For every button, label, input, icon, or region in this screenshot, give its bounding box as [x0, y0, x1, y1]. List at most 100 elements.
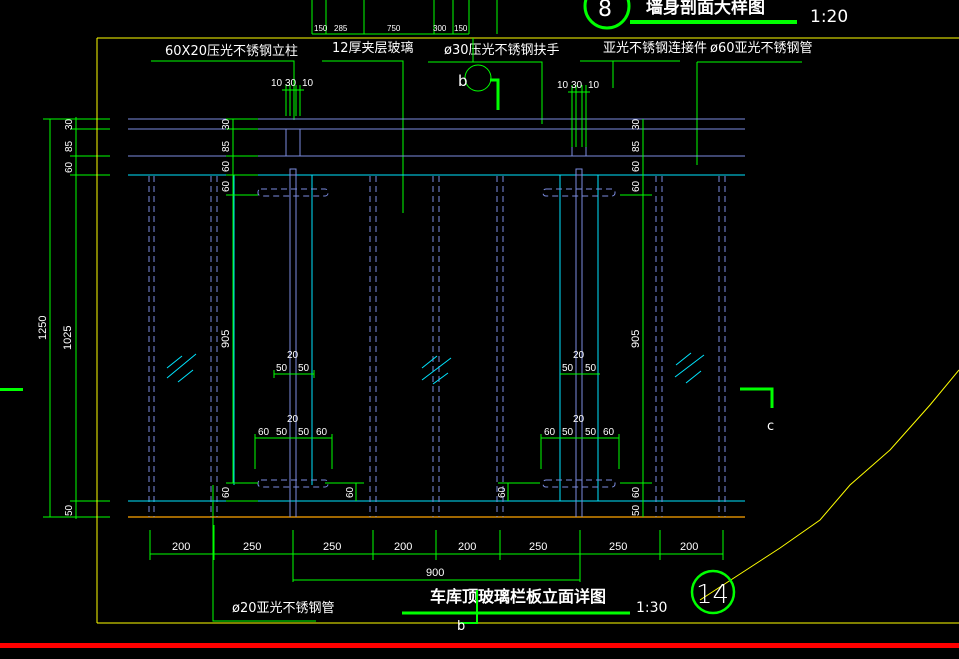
- left-dim-total: 1250: [37, 316, 49, 340]
- right-dim-1: 30: [631, 118, 642, 130]
- top-space-l1: 10: [271, 78, 283, 89]
- inner-dim-1: 30: [221, 118, 232, 130]
- bracket-upper-r2: 50: [585, 363, 597, 374]
- bracket-lower-l1: 60: [258, 427, 270, 438]
- bracket-lower-r2: 50: [562, 427, 574, 438]
- bottom-dim-1: 200: [172, 541, 190, 553]
- base-gap-center-left: 60: [345, 486, 356, 498]
- glass-hatch-right: [674, 352, 705, 384]
- inner-dim-3: 60: [221, 160, 232, 172]
- bracket-upper-l1: 50: [276, 363, 288, 374]
- base-gap-center-right: 60: [497, 486, 508, 498]
- top-space-r2: 30: [571, 80, 583, 91]
- drawing-number-circle: [690, 569, 736, 615]
- bracket-lower-center-right: 20: [573, 414, 585, 425]
- callouts: 60X20压光不锈钢立柱 12厚夹层玻璃 ø30压光不锈钢扶手 亚光不锈钢连接件…: [151, 38, 813, 622]
- bracket-top-left: [257, 188, 329, 197]
- left-dim-top-2: 85: [64, 140, 75, 152]
- top-dim-5: 150: [454, 24, 468, 33]
- right-dim-bottom-2: 50: [631, 504, 642, 516]
- callout-handrail: ø30压光不锈钢扶手: [444, 43, 560, 58]
- section-cut-left: [0, 388, 23, 391]
- section-marker-b-top: b: [458, 64, 500, 110]
- section-marker-circle: [583, 0, 631, 30]
- bottom-dim-5: 200: [458, 541, 476, 553]
- bottom-dim-8: 200: [680, 541, 698, 553]
- top-section-title-text: 墙身剖面大样图: [646, 0, 765, 18]
- base-gap-dims: 60 60: [325, 482, 540, 501]
- top-dim-2: 285: [334, 24, 348, 33]
- glass-hatch-center: [421, 355, 452, 385]
- callout-connector: 亚光不锈钢连接件: [603, 40, 707, 56]
- right-dim-bottom-1: 60: [631, 486, 642, 498]
- bracket-upper-l2: 50: [298, 363, 310, 374]
- drawing-number: 14: [696, 580, 729, 610]
- bracket-lower-l3: 50: [298, 427, 310, 438]
- inner-dim-4: 60: [221, 180, 232, 192]
- top-dim-1: 150: [314, 24, 328, 33]
- top-space-l3: 10: [302, 78, 314, 89]
- bracket-lower-l2: 50: [276, 427, 288, 438]
- bracket-lower-center-left: 20: [287, 414, 299, 425]
- top-dim-4: 300: [433, 24, 447, 33]
- bracket-upper-r1: 50: [562, 363, 574, 374]
- bracket-dims-right: 20 50 50 20 60 50 50 60: [540, 350, 620, 469]
- bottom-dim-6: 250: [529, 541, 547, 553]
- glass-hatch: [166, 352, 705, 385]
- bracket-bottom-left: [257, 479, 329, 488]
- handrail-lines: [128, 118, 745, 518]
- bracket-bottom-right: [542, 479, 616, 488]
- post-right: [542, 129, 616, 517]
- bottom-span-900: 900: [426, 567, 444, 579]
- glass-panel-edges: [148, 176, 726, 517]
- top-space-r3: 10: [588, 80, 600, 91]
- inner-left-dims: 30 85 60 60 905 60: [220, 118, 258, 502]
- right-glass-height: 905: [630, 330, 642, 348]
- drawing-scale: 1:30: [636, 600, 667, 616]
- top-space-r1: 10: [557, 80, 569, 91]
- top-dim-3: 750: [387, 24, 401, 33]
- callout-post: 60X20压光不锈钢立柱: [165, 44, 298, 59]
- bottom-dimension-chain: 200 250 250 200 200 250 250 200 900: [149, 525, 724, 582]
- bracket-upper-center-right: 20: [573, 350, 585, 361]
- left-dim-bottom: 50: [64, 504, 75, 516]
- bottom-red-bar: [0, 643, 959, 648]
- callout-pipe20: ø20亚光不锈钢管: [232, 601, 335, 616]
- bottom-dim-4: 200: [394, 541, 412, 553]
- right-dim-3: 60: [631, 160, 642, 172]
- top-section-scale: 1:20: [810, 7, 848, 27]
- left-dim-top-3: 60: [64, 161, 75, 173]
- bottom-dim-2: 250: [243, 541, 261, 553]
- bracket-lower-r1: 60: [544, 427, 556, 438]
- bracket-lower-r3: 50: [585, 427, 597, 438]
- left-dimension-chain: 1250 1025 30 85 60 50: [37, 100, 110, 623]
- drawing-title-block: 车库顶玻璃栏板立面详图 1:30 14 b: [402, 569, 736, 634]
- bracket-upper-center-left: 20: [287, 350, 299, 361]
- inner-left-glass-height: 905: [220, 330, 232, 348]
- section-marker-b-bottom: b: [457, 619, 465, 634]
- drawing-title: 车库顶玻璃栏板立面详图: [430, 587, 606, 606]
- section-marker-c: c: [740, 387, 774, 434]
- top-section-dims: 150 285 750 300 150: [311, 0, 498, 35]
- top-space-l2: 30: [285, 78, 297, 89]
- right-dim-2: 85: [631, 140, 642, 152]
- glass-hatch-left: [166, 353, 197, 383]
- left-dim-top-1: 30: [64, 118, 75, 130]
- bottom-dim-3: 250: [323, 541, 341, 553]
- bracket-lower-l4: 60: [316, 427, 328, 438]
- bracket-top-right: [542, 188, 616, 197]
- right-dimension-chain: 30 85 60 60 905 60 50: [620, 118, 652, 517]
- left-dim-body: 1025: [62, 326, 74, 350]
- bottom-dim-7: 250: [609, 541, 627, 553]
- callout-pipe60: ø60亚光不锈钢管: [710, 41, 813, 56]
- top-spacing-left: 10 30 10: [271, 78, 314, 116]
- inner-dim-2: 85: [221, 140, 232, 152]
- top-spacing-right: 10 30 10: [557, 80, 600, 147]
- bracket-dims-left: 20 50 50 20 60 50 50 60: [254, 350, 333, 469]
- callout-glass: 12厚夹层玻璃: [332, 41, 414, 56]
- top-section-title: 8 墙身剖面大样图 1:20: [583, 0, 848, 30]
- inner-left-base: 60: [221, 486, 232, 498]
- section-marker-number: 8: [598, 0, 612, 22]
- post-left: [128, 129, 329, 517]
